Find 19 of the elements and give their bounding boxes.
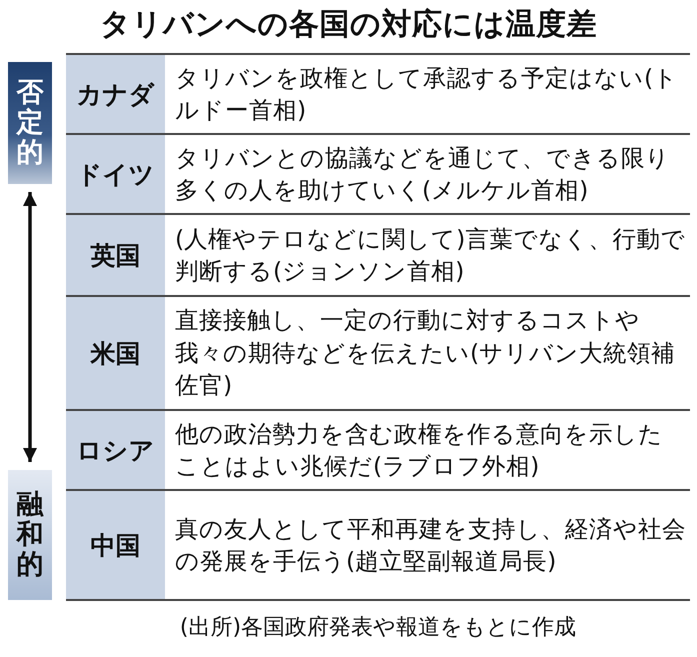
country-cell: ドイツ (66, 135, 165, 213)
statement-cell-text: 他の政治勢力を含む政権を作る意向を示したことはよい兆候だ(ラブロフ外相) (174, 418, 664, 482)
country-cell: 英国 (66, 215, 165, 295)
country-cell: 米国 (66, 297, 165, 409)
chart-title: タリバンへの各国の対応には温度差 (99, 6, 598, 44)
scale-label-bar (8, 62, 52, 184)
source-note: (出所)各国政府発表や報道をもとに作成 (178, 614, 578, 642)
country-cell: ロシア (66, 411, 165, 489)
statement-cell-text: 真の友人として平和再建を支持し、経済や社会の発展を手伝う(趙立堅副報道局長) (174, 514, 687, 577)
statement-cell-text: タリバンを政権として承認する予定はない(トルドー首相) (174, 62, 680, 126)
statement-cell-text: (人権やテロなどに関して)言葉でなく、行動で判断する(ジョンソン首相) (174, 224, 686, 287)
double-arrow (23, 192, 37, 462)
country-cell: 中国 (66, 491, 165, 599)
scale-label-bar (8, 470, 52, 600)
statement-cell-text: タリバンとの協議などを通じて、できる限り多くの人を助けていく(メルケル首相) (174, 142, 671, 206)
scale-label: 融和的 (16, 490, 44, 580)
scale-label: 否定的 (16, 78, 44, 168)
statement-cell-text: 直接接触し、一定の行動に対するコストや我々の期待などを伝えたい(サリバン大統領補佐官) (174, 305, 676, 402)
country-cell: カナダ (66, 55, 165, 133)
